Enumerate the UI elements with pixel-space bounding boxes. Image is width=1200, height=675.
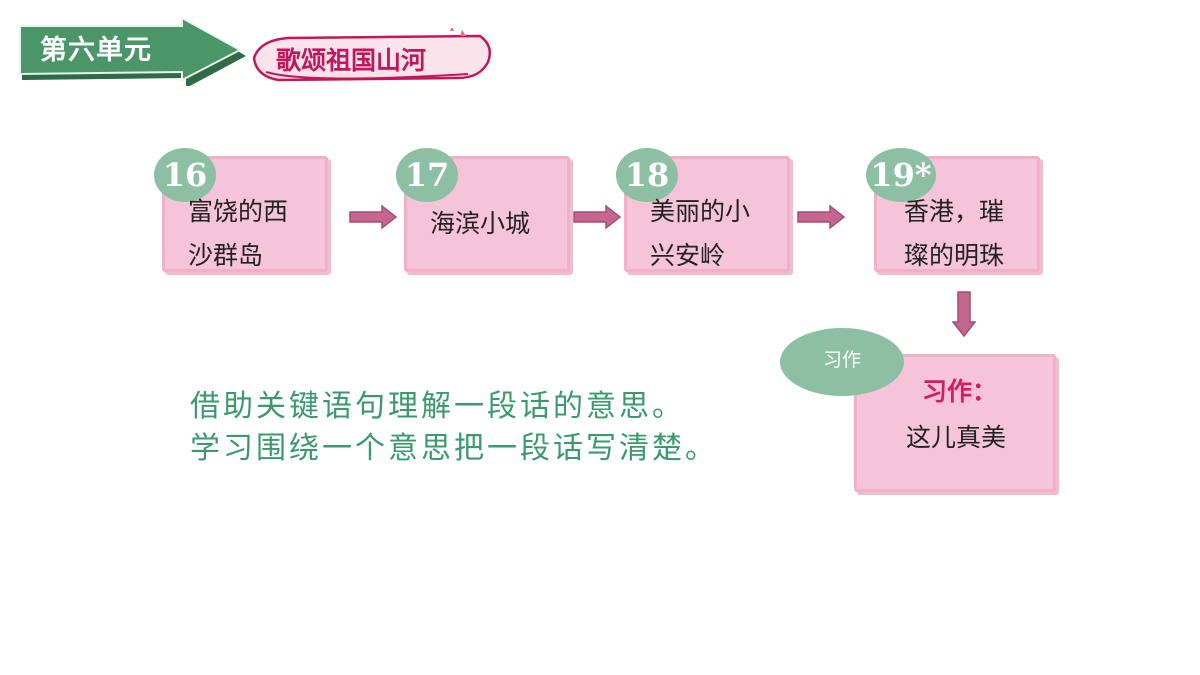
right-arrow-icon [349, 204, 398, 230]
lesson-title-line: 兴安岭 [650, 241, 726, 270]
lesson-card-18[interactable]: 18 美丽的小 兴安岭 [616, 148, 794, 272]
lesson-title: 富饶的西 沙群岛 [188, 190, 320, 278]
goal-line: 借助关键语句理解一段话的意思。 [190, 389, 685, 424]
lesson-number: 19* [866, 148, 936, 202]
learning-goals: 借助关键语句理解一段话的意思。 学习围绕一个意思把一段话写清楚。 [190, 386, 810, 470]
right-arrow-icon [573, 204, 622, 230]
lesson-card-paper [624, 156, 790, 272]
lesson-number: 16 [154, 148, 216, 202]
unit-label: 第六单元 [40, 35, 152, 66]
lesson-title: 美丽的小 兴安岭 [650, 190, 782, 278]
lesson-title-line: 香港，璀 [904, 197, 1005, 226]
lesson-card-16[interactable]: 16 富饶的西 沙群岛 [154, 148, 332, 272]
lesson-title-line: 美丽的小 [650, 197, 751, 226]
theme-label: 歌颂祖国山河 [276, 46, 427, 75]
writing-heading: 习作： [922, 377, 998, 406]
theme-banner: 歌颂祖国山河 [248, 28, 498, 84]
lesson-number: 18 [616, 148, 678, 202]
right-arrow-icon [797, 204, 846, 230]
lesson-number: 17 [396, 148, 458, 202]
lesson-card-17[interactable]: 17 海滨小城 [396, 148, 574, 272]
lesson-title: 香港，璀 璨的明珠 [904, 190, 1036, 278]
writing-title: 这儿真美 [906, 423, 1007, 452]
lesson-title-line: 璨的明珠 [904, 241, 1005, 270]
lesson-title-line: 海滨小城 [430, 209, 531, 238]
goal-line: 学习围绕一个意思把一段话写清楚。 [190, 431, 718, 466]
banner-shape [252, 28, 491, 82]
writing-oval: 习作 [778, 326, 906, 398]
down-arrow-icon [952, 291, 976, 338]
lesson-title: 海滨小城 [430, 202, 562, 246]
lesson-title-line: 富饶的西 [188, 197, 289, 226]
unit-arrow-shape [19, 18, 246, 86]
unit-badge: 第六单元 [18, 18, 250, 86]
writing-oval-label: 习作 [822, 349, 861, 371]
lesson-card-19[interactable]: 19* 香港，璀 璨的明珠 [866, 148, 1044, 272]
lesson-title-line: 沙群岛 [188, 241, 264, 270]
oval-shape [780, 328, 904, 396]
